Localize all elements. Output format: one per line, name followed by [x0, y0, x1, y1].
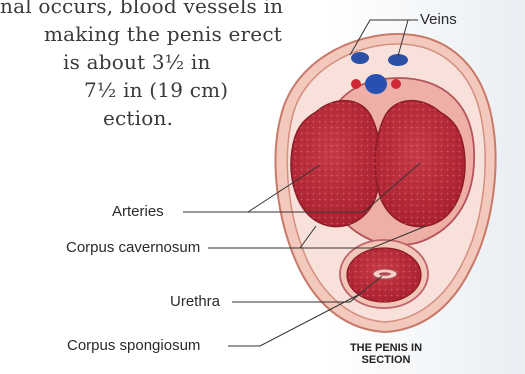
- label-corpus-cavernosum: Corpus cavernosum: [66, 240, 200, 256]
- body-text-line-2: making the penis erect: [44, 22, 282, 46]
- label-urethra: Urethra: [170, 294, 220, 310]
- artery-dorsal-left: [351, 79, 361, 89]
- body-text-line-3: is about 3½ in: [63, 50, 211, 74]
- artery-dorsal-right: [391, 79, 401, 89]
- label-arteries: Arteries: [112, 204, 164, 220]
- body-text-line-4: 7½ in (19 cm): [84, 78, 228, 102]
- label-veins: Veins: [420, 12, 457, 28]
- caption-line-2: SECTION: [331, 354, 441, 366]
- figure-caption: THE PENIS IN SECTION: [331, 342, 441, 366]
- label-corpus-spongiosum: Corpus spongiosum: [67, 338, 200, 354]
- body-text-line-1: nal occurs, blood vessels in: [0, 0, 283, 18]
- dorsal-vein: [365, 74, 387, 94]
- urethra-lumen: [379, 272, 391, 276]
- vein-left: [351, 52, 369, 64]
- caption-line-1: THE PENIS IN: [331, 342, 441, 354]
- body-text-line-5: ection.: [103, 106, 173, 130]
